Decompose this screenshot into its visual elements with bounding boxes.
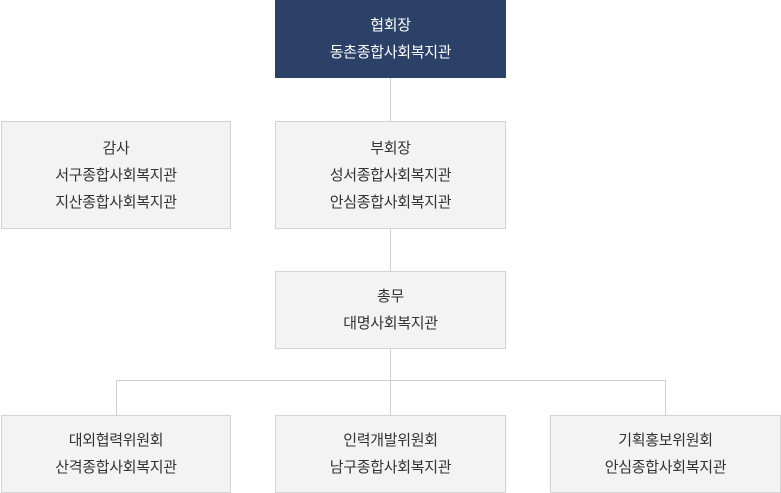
connector-vice-general: [390, 228, 391, 272]
connector-president-vice: [390, 77, 391, 122]
general-affairs-role: 총무: [376, 287, 404, 305]
president-box: 협회장 동촌종합사회복지관: [275, 0, 506, 78]
connector-committee-left: [116, 380, 117, 416]
auditor-org-2: 지산종합사회복지관: [55, 192, 177, 211]
vice-president-org-1: 성서종합사회복지관: [329, 165, 452, 184]
general-affairs-org: 대명사회복지관: [343, 314, 438, 332]
vice-president-org-2: 안심종합사회복지관: [329, 192, 452, 211]
president-org: 동촌종합사회복지관: [329, 43, 452, 61]
connector-committees-horizontal: [116, 380, 666, 381]
committee-role: 인력개발위원회: [343, 431, 438, 449]
vice-president-role: 부회장: [370, 138, 411, 157]
committee-org: 안심종합사회복지관: [604, 458, 727, 476]
committee-role: 대외협력위원회: [68, 431, 164, 449]
committee-org: 산격종합사회복지관: [55, 458, 177, 476]
president-role: 협회장: [370, 16, 411, 34]
connector-general-down: [390, 348, 391, 381]
committee-box-external-cooperation: 대외협력위원회 산격종합사회복지관: [1, 415, 231, 493]
auditor-org-1: 서구종합사회복지관: [55, 165, 177, 184]
vice-president-box: 부회장 성서종합사회복지관 안심종합사회복지관: [275, 121, 506, 229]
committee-box-hr-development: 인력개발위원회 남구종합사회복지관: [275, 415, 506, 493]
general-affairs-box: 총무 대명사회복지관: [275, 271, 506, 349]
committee-box-planning-pr: 기획홍보위원회 안심종합사회복지관: [550, 415, 781, 493]
committee-role: 기획홍보위원회: [618, 431, 713, 449]
auditor-box: 감사 서구종합사회복지관 지산종합사회복지관: [1, 121, 231, 229]
connector-committee-right: [665, 380, 666, 416]
connector-committee-center: [390, 380, 391, 416]
auditor-role: 감사: [102, 138, 130, 157]
committee-org: 남구종합사회복지관: [329, 458, 452, 476]
